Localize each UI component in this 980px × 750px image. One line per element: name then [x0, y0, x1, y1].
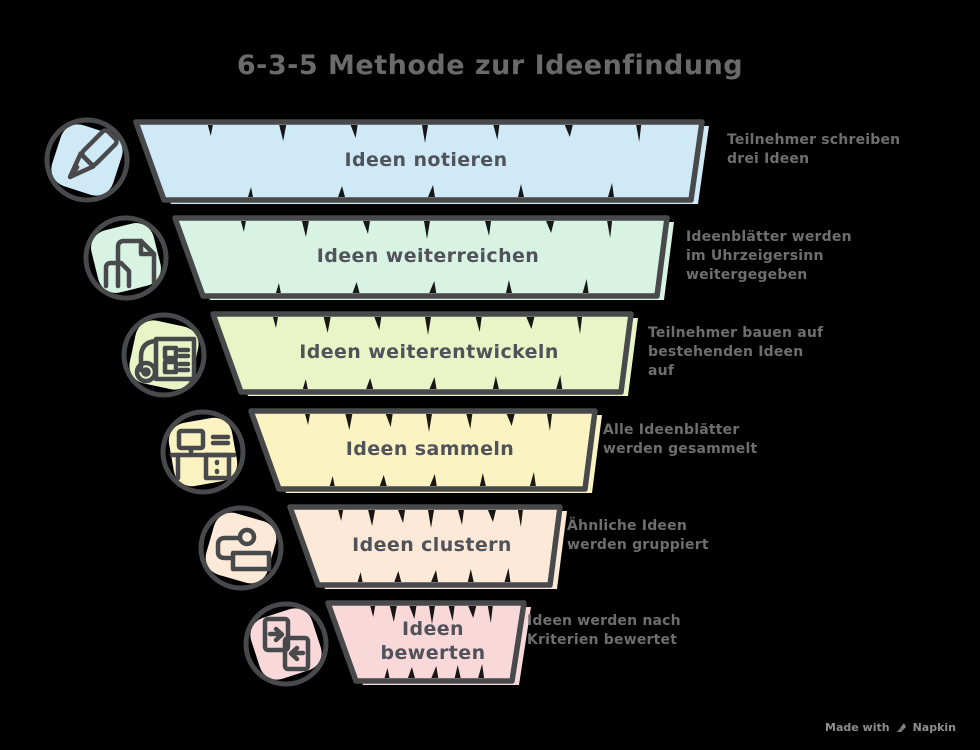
- step-label: Ideen weiterentwickeln: [299, 341, 559, 364]
- scroll-icon: [118, 309, 210, 401]
- step-description: Alle Ideenblätter werden gesammelt: [603, 422, 758, 457]
- funnel-step-bar: Ideen clustern: [283, 502, 567, 590]
- pen-icon: [41, 114, 133, 206]
- funnel-step-bar: Ideen notieren: [129, 117, 709, 205]
- step-label: Ideen bewerten: [380, 618, 486, 664]
- funnel-step-bar: Ideen weiterreichen: [168, 213, 674, 301]
- step-description: Teilnehmer schreiben drei Ideen: [727, 132, 901, 167]
- desk-icon: [157, 406, 249, 498]
- step-description: Teilnehmer bauen auf bestehenden Ideen a…: [648, 325, 824, 379]
- watermark-prefix: Made with: [825, 721, 890, 734]
- sticky-note-icon: [195, 502, 287, 594]
- step-label: Ideen sammeln: [345, 438, 515, 461]
- step-description: Ideen werden nach Kriterien bewertet: [527, 613, 681, 648]
- step-description: Ähnliche Ideen werden gruppiert: [567, 518, 709, 553]
- napkin-logo-icon: [896, 723, 906, 733]
- step-label: Ideen clustern: [352, 534, 512, 557]
- made-with-napkin-watermark: Made with Napkin: [825, 721, 956, 734]
- papers-icon: [80, 212, 172, 304]
- step-label: Ideen notieren: [344, 149, 508, 172]
- funnel-step-bar: Ideen sammeln: [244, 406, 602, 494]
- compare-icon: [240, 598, 332, 690]
- diagram-title: 6-3-5 Methode zur Ideenfindung: [236, 50, 744, 81]
- step-label: Ideen weiterreichen: [316, 245, 540, 268]
- step-description: Ideenblätter werden im Uhrzeigersinn wei…: [686, 229, 852, 283]
- watermark-brand: Napkin: [912, 721, 956, 734]
- funnel-step-bar: Ideen bewerten: [321, 598, 531, 686]
- funnel-step-bar: Ideen weiterentwickeln: [206, 309, 638, 397]
